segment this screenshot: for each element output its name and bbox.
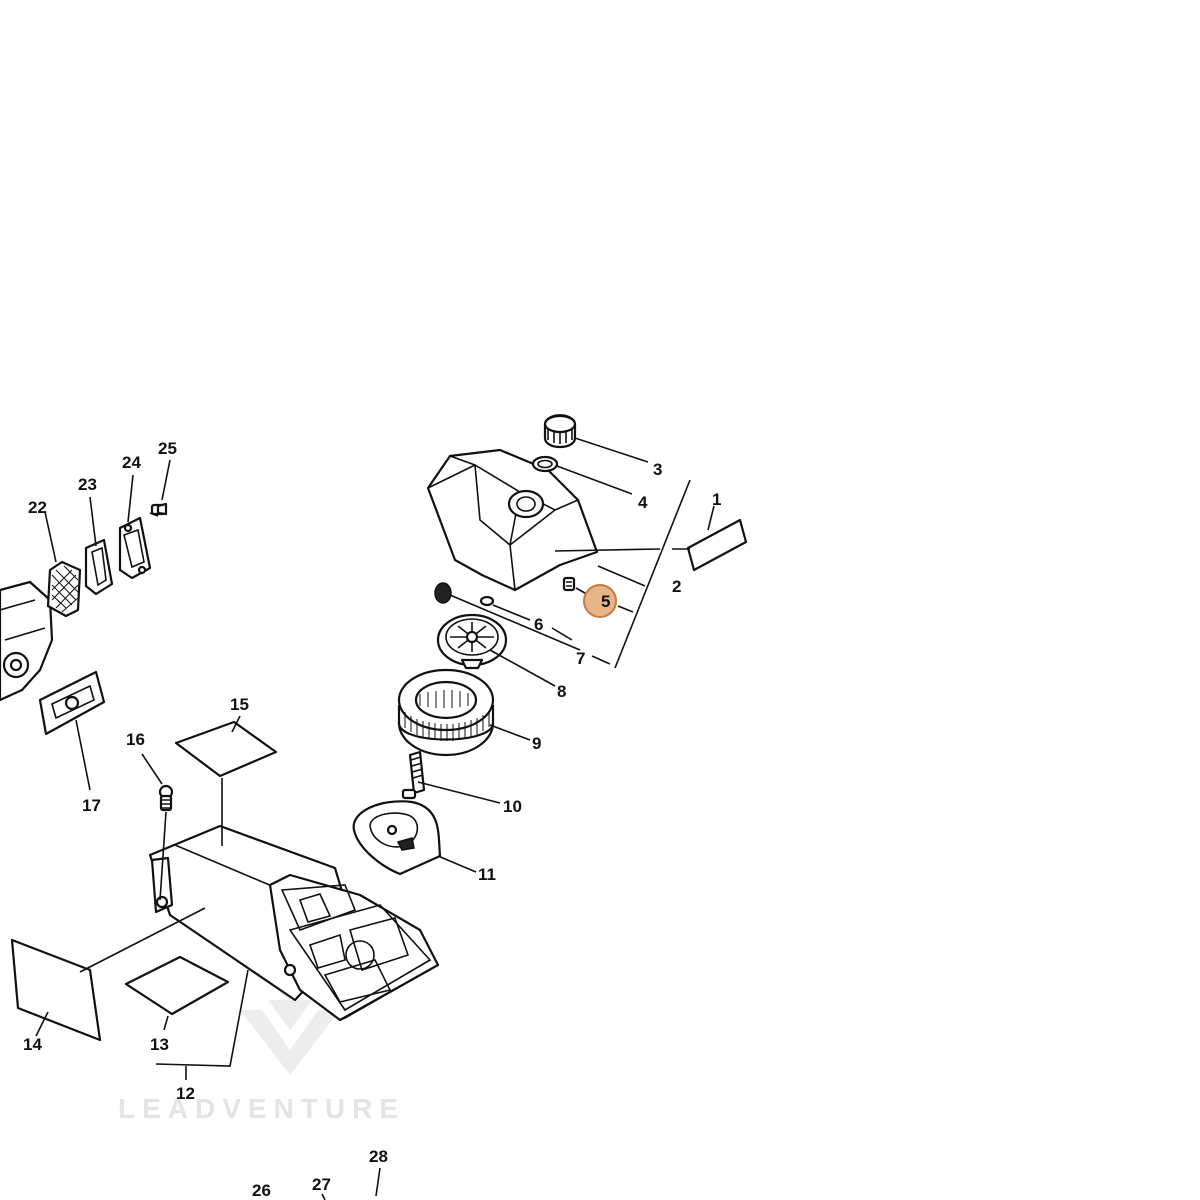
callout-25[interactable]: 25 (158, 439, 177, 458)
watermark-text: LEADVENTURE (118, 1093, 405, 1124)
oring-6 (479, 595, 495, 607)
stud-10 (401, 750, 426, 800)
callout-23[interactable]: 23 (78, 475, 97, 494)
plug-5 (562, 576, 576, 592)
callout-26[interactable]: 26 (252, 1181, 271, 1200)
fuel-tank (426, 448, 599, 592)
callout-17[interactable]: 17 (82, 796, 101, 815)
callout-8[interactable]: 8 (557, 682, 566, 701)
filter-sheet-13 (124, 955, 230, 1016)
callout-13[interactable]: 13 (150, 1035, 169, 1054)
callout-2[interactable]: 2 (672, 577, 681, 596)
tank-cap-3 (543, 414, 577, 449)
gasket-23 (84, 538, 114, 596)
base-plate-11 (352, 800, 442, 876)
callout-7[interactable]: 7 (576, 649, 585, 668)
air-box-base (148, 824, 440, 1022)
callout-labels: 1 2 3 4 5 6 7 8 9 10 11 12 13 14 15 16 1… (23, 439, 721, 1200)
highlight-marker[interactable] (583, 584, 617, 618)
callout-12[interactable]: 12 (176, 1084, 195, 1103)
bolt-16 (158, 784, 174, 812)
callout-10[interactable]: 10 (503, 797, 522, 816)
callout-9[interactable]: 9 (532, 734, 541, 753)
callout-6[interactable]: 6 (534, 615, 543, 634)
label-1 (686, 518, 748, 572)
gasket-17 (38, 670, 106, 736)
callout-11[interactable]: 11 (478, 865, 496, 884)
callout-28[interactable]: 28 (369, 1147, 388, 1166)
callout-4[interactable]: 4 (638, 493, 648, 512)
callout-1[interactable]: 1 (712, 490, 721, 509)
filter-sheet-14 (10, 938, 102, 1042)
grommet (434, 582, 452, 604)
filter-element-9 (397, 668, 495, 757)
filter-cover-8 (436, 613, 508, 670)
callout-14[interactable]: 14 (23, 1035, 42, 1054)
filter-sheet-15 (174, 720, 278, 778)
leader-lines (35, 437, 715, 1200)
cap-gasket-4 (531, 455, 559, 473)
callout-16[interactable]: 16 (126, 730, 145, 749)
callout-5[interactable]: 5 (601, 592, 610, 611)
callout-27[interactable]: 27 (312, 1175, 331, 1194)
callout-3[interactable]: 3 (653, 460, 662, 479)
callout-15[interactable]: 15 (230, 695, 249, 714)
callout-24[interactable]: 24 (122, 453, 141, 472)
reed-plate (46, 560, 82, 618)
screw-25 (149, 502, 168, 517)
callout-22[interactable]: 22 (28, 498, 47, 517)
flange-24 (118, 516, 152, 580)
cylinder-assembly (0, 580, 54, 702)
